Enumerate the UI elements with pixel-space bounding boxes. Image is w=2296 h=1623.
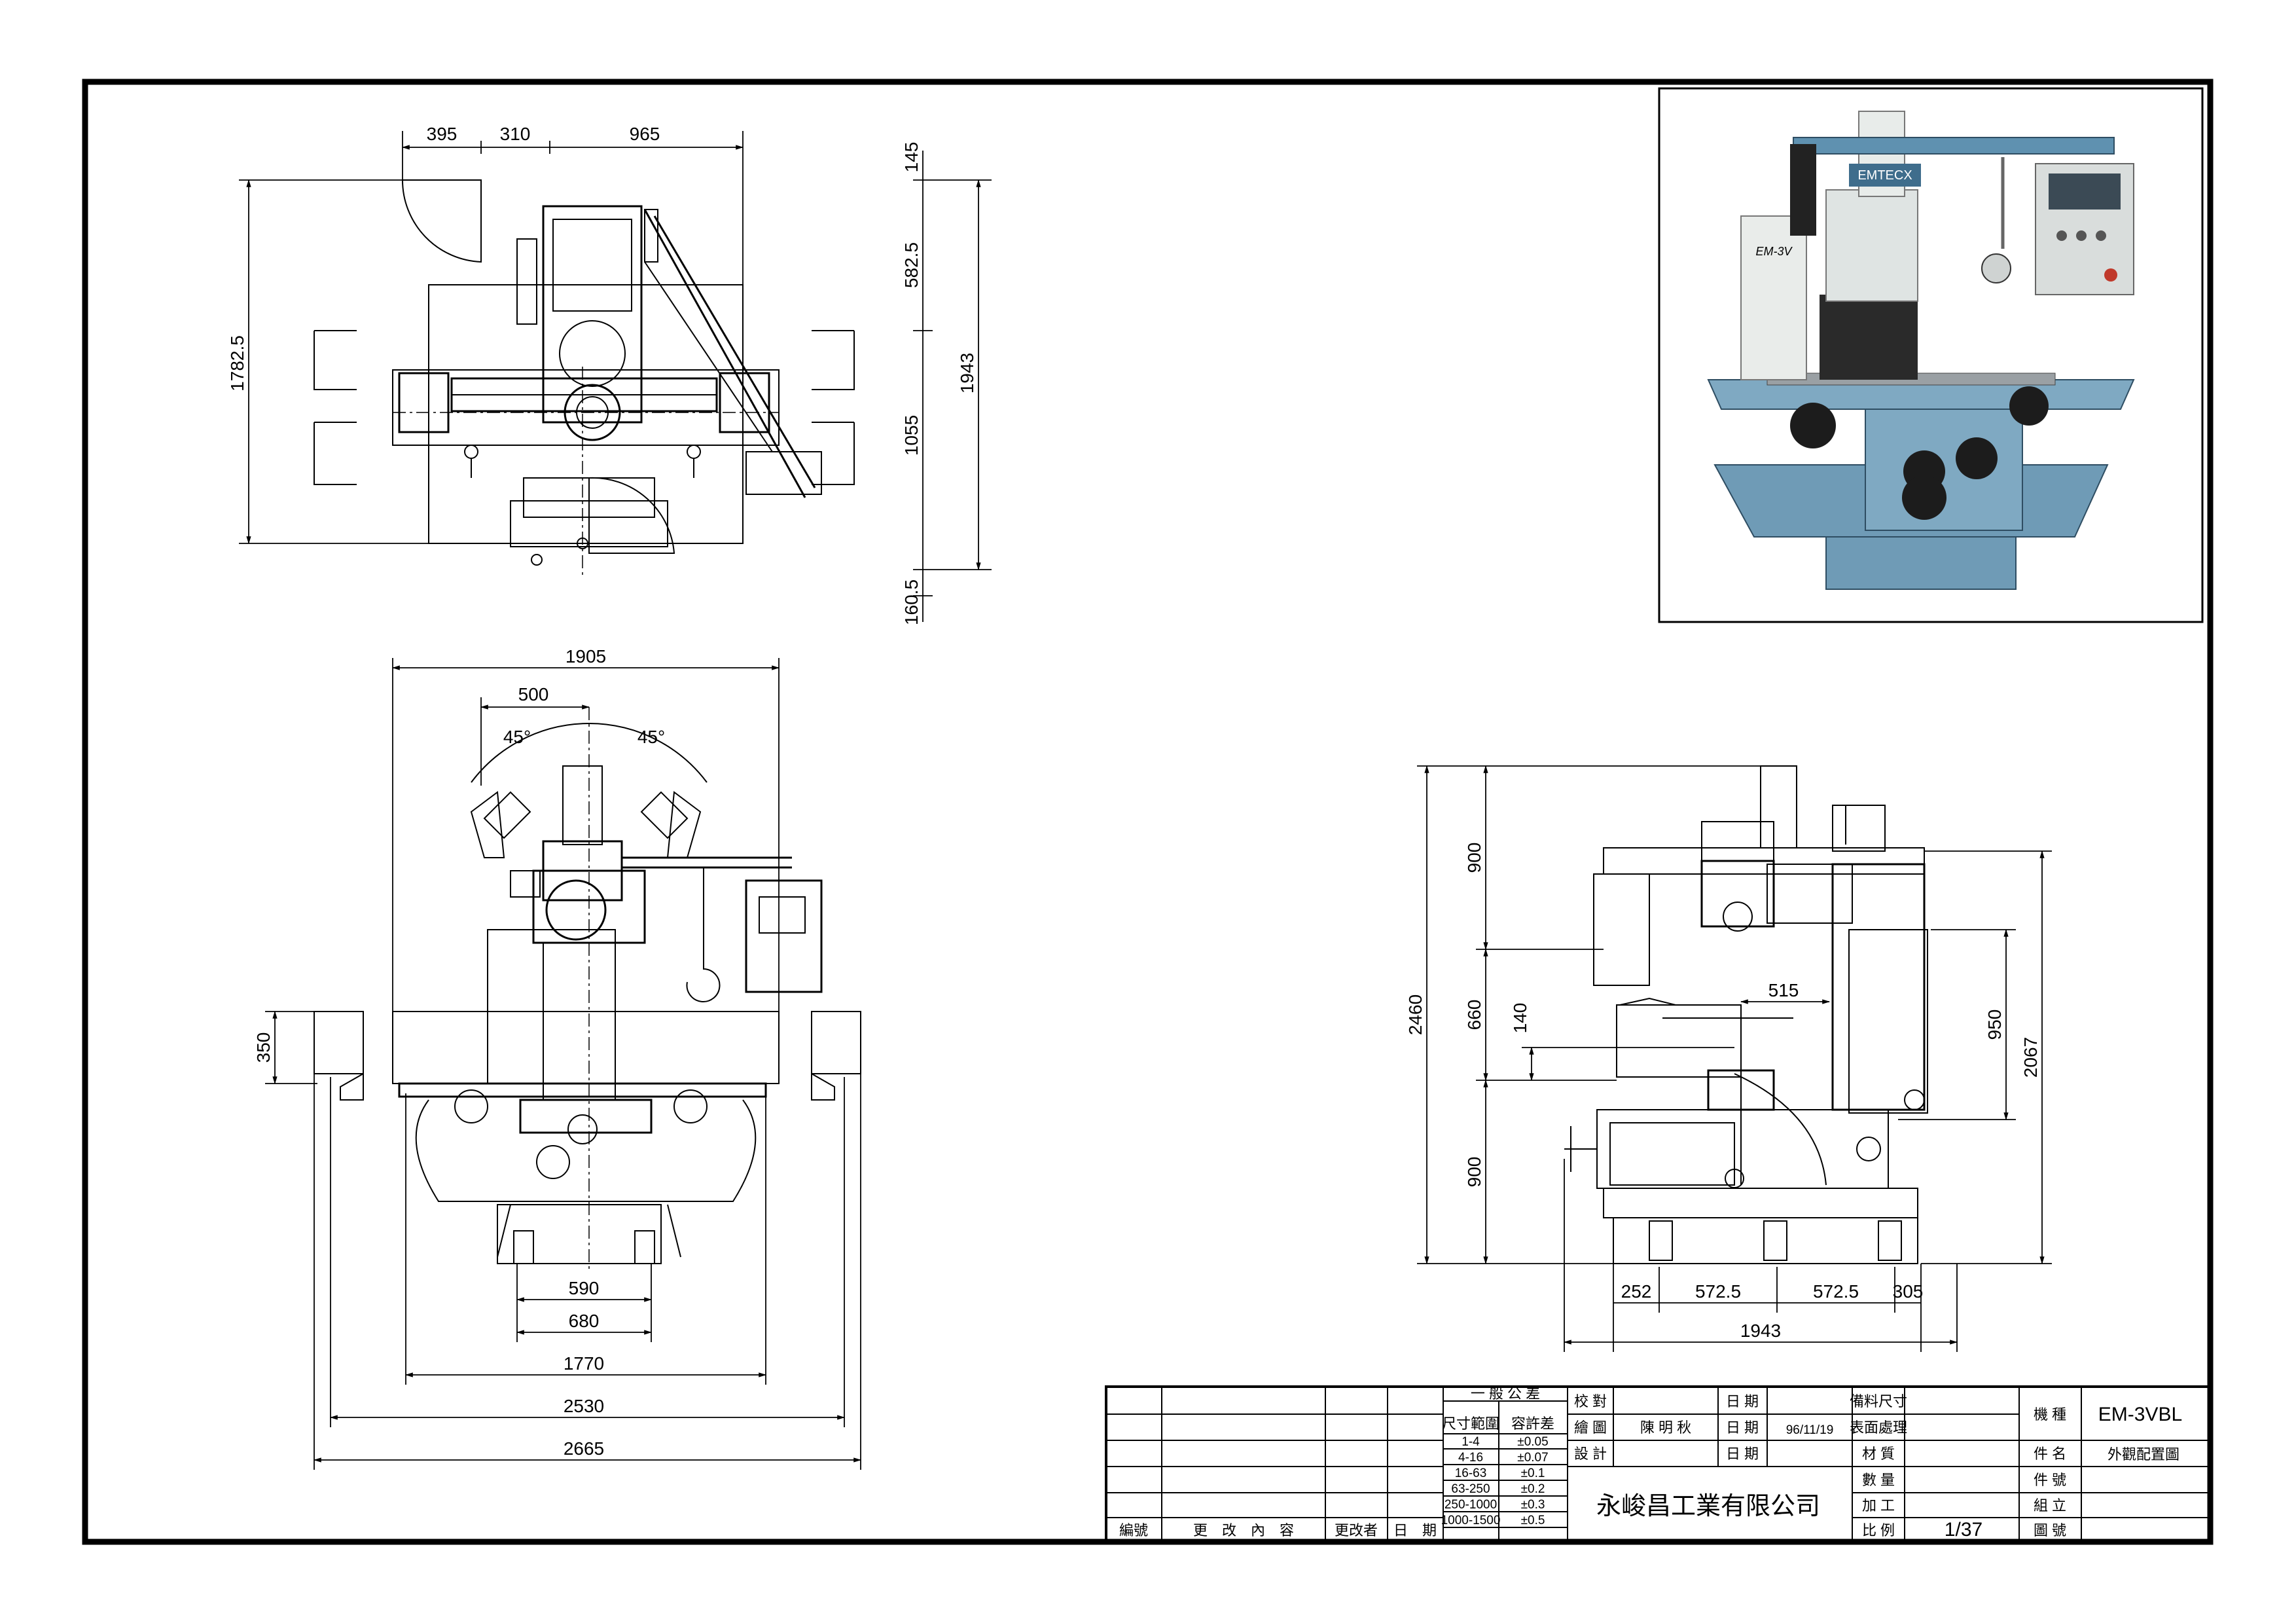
dim-660: 660: [1464, 1000, 1484, 1030]
tol-range-1: 1-4: [1462, 1435, 1480, 1449]
dim-900-upper: 900: [1464, 843, 1484, 873]
drawing-no-label: 圖 號: [2034, 1522, 2066, 1539]
rev-no-header: 編號: [1119, 1522, 1148, 1539]
tol-value-3: ±0.1: [1521, 1467, 1545, 1480]
dim-582-5: 582.5: [901, 242, 922, 288]
stock-label: 備料尺寸: [1850, 1393, 1907, 1410]
dim-45-right: 45°: [637, 727, 665, 747]
title-block: [1105, 1385, 2210, 1543]
date-value: 96/11/19: [1786, 1423, 1834, 1437]
tol-value-2: ±0.07: [1517, 1451, 1548, 1465]
dim-350: 350: [253, 1032, 274, 1063]
scale-label: 比 例: [1862, 1522, 1895, 1539]
dim-1943-right: 1943: [957, 353, 977, 393]
dim-500: 500: [518, 684, 549, 704]
dim-680: 680: [569, 1311, 600, 1331]
tol-range-4: 63-250: [1451, 1482, 1490, 1496]
front-view-dim-labels: 1905 500 45° 45° 350 590 680 1770 2530 2…: [253, 646, 665, 1459]
top-view-dim-labels: 395 310 965 1782.5 145 582.5 1055 160.5 …: [227, 124, 977, 625]
top-view: [314, 179, 855, 576]
dim-395: 395: [427, 124, 457, 144]
title-block-text: 編號 更 改 內 容 更改者 日 期 一 般 公 差 尺寸範圍 容許差 1-4 …: [1119, 1385, 2182, 1541]
tol-range-3: 16-63: [1455, 1467, 1487, 1480]
part-no-label: 件 號: [2034, 1472, 2066, 1488]
dim-1770: 1770: [564, 1353, 604, 1374]
material-label: 材 質: [1862, 1446, 1895, 1462]
company-name: 永峻昌工業有限公司: [1596, 1493, 1820, 1520]
top-view-dims: [239, 131, 992, 622]
dim-572-5-left: 572.5: [1695, 1281, 1741, 1302]
dim-1943-bottom: 1943: [1740, 1321, 1781, 1341]
tol-value-1: ±0.05: [1517, 1435, 1548, 1449]
rev-changer-header: 更改者: [1335, 1522, 1378, 1539]
tol-range-5: 250-1000: [1444, 1498, 1497, 1512]
dim-160-5: 160.5: [901, 579, 922, 625]
dim-45-left: 45°: [503, 727, 531, 747]
dim-2530: 2530: [564, 1396, 604, 1416]
side-view-dims: [1417, 765, 2052, 1352]
front-view-dims: [265, 658, 862, 1470]
qty-label: 數 量: [1862, 1472, 1895, 1488]
process-label: 加 工: [1862, 1497, 1895, 1514]
model-label: 機 種: [2034, 1406, 2066, 1423]
tol-value-4: ±0.2: [1521, 1482, 1545, 1496]
tol-value-6: ±0.5: [1521, 1514, 1545, 1527]
dim-1905: 1905: [565, 646, 606, 666]
assembly-label: 組 立: [2034, 1497, 2066, 1514]
dim-965: 965: [630, 124, 660, 144]
surface-label: 表面處理: [1850, 1419, 1907, 1436]
date-label-1: 日 期: [1726, 1393, 1759, 1410]
photo-brand: EMTECX: [1857, 168, 1912, 183]
side-view-dim-labels: 2460 900 660 900 140 515 950 2067 252 57…: [1405, 843, 2041, 1341]
machine-photo: EMTECX EM-3V: [1658, 87, 2204, 623]
dim-590: 590: [569, 1278, 600, 1298]
tol-range-2: 4-16: [1458, 1451, 1483, 1465]
part-name-label: 件 名: [2034, 1446, 2066, 1462]
dim-310: 310: [500, 124, 531, 144]
rev-content-header: 更 改 內 容: [1193, 1522, 1294, 1539]
design-label: 設 計: [1574, 1446, 1607, 1462]
part-name-value: 外觀配置圖: [2108, 1446, 2179, 1463]
drawer-name: 陳 明 秋: [1640, 1419, 1691, 1436]
side-view: [1564, 765, 1928, 1264]
dim-950: 950: [1984, 1010, 2005, 1040]
front-view: [314, 707, 861, 1270]
model-value: EM-3VBL: [2098, 1404, 2182, 1425]
rev-date-header: 日 期: [1393, 1522, 1437, 1539]
dim-515: 515: [1768, 980, 1799, 1000]
tol-value-5: ±0.3: [1521, 1498, 1545, 1512]
tol-header: 容許差: [1511, 1415, 1554, 1432]
date-label-3: 日 期: [1726, 1446, 1759, 1462]
dim-1055: 1055: [901, 415, 922, 456]
check-label: 校 對: [1574, 1393, 1607, 1410]
scale-value: 1/37: [1945, 1519, 1982, 1541]
dim-2067: 2067: [2020, 1037, 2041, 1078]
dim-572-5-right: 572.5: [1813, 1281, 1859, 1302]
photo-model-plate: EM-3V: [1755, 245, 1793, 258]
dim-305: 305: [1893, 1281, 1924, 1302]
dim-2665: 2665: [564, 1438, 604, 1459]
dim-252: 252: [1621, 1281, 1652, 1302]
tol-range-header: 尺寸範圍: [1442, 1415, 1499, 1432]
dim-900-lower: 900: [1464, 1157, 1484, 1188]
dim-140: 140: [1510, 1003, 1530, 1034]
date-label-2: 日 期: [1726, 1419, 1759, 1436]
dim-1782-5: 1782.5: [227, 335, 247, 392]
tol-range-6: 1000-1500: [1441, 1514, 1501, 1527]
dim-145: 145: [901, 142, 922, 173]
draw-label: 繪 圖: [1574, 1419, 1607, 1436]
dim-2460: 2460: [1405, 994, 1426, 1035]
tolerance-title: 一 般 公 差: [1471, 1385, 1540, 1402]
